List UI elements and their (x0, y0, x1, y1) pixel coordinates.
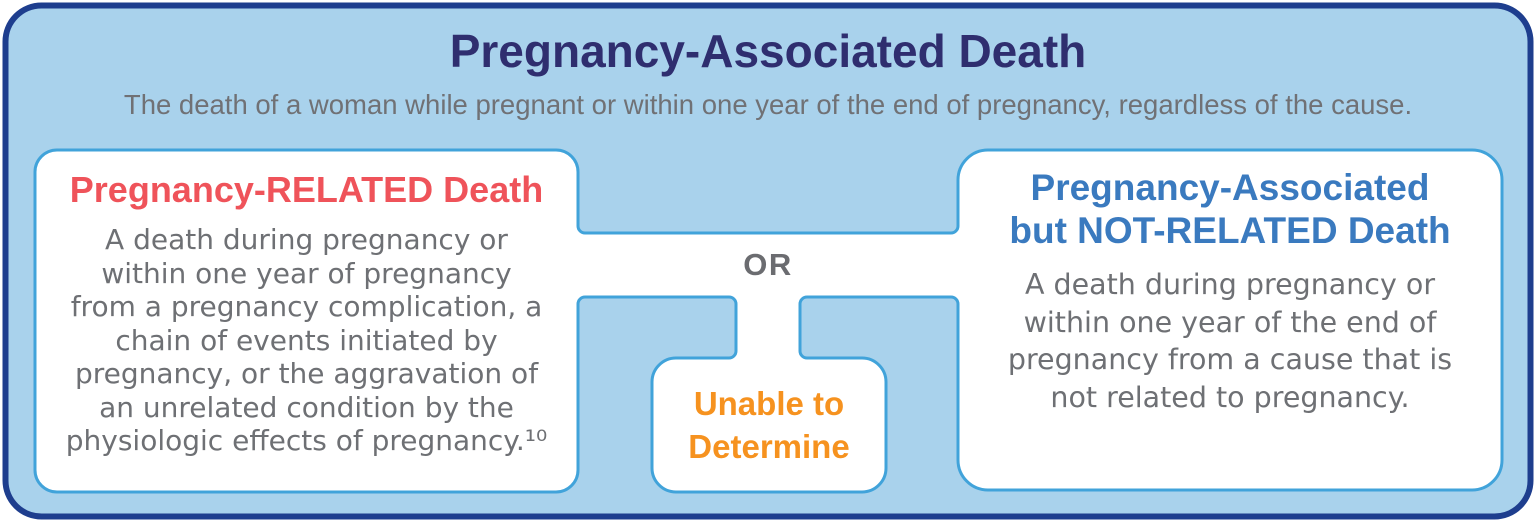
pregnancy-related-box-title: Pregnancy-RELATED Death (69, 169, 544, 210)
pregnancy-not-related-box-body: A death during pregnancy or within one y… (1007, 268, 1453, 414)
unable-to-determine-box: Unable to Determine (688, 385, 850, 465)
or-connector-label: OR (743, 247, 793, 282)
page-title: Pregnancy-Associated Death (449, 25, 1087, 77)
flowchart-boxes-connector-shape (33, 148, 1504, 494)
pregnancy-not-related-box-title: Pregnancy-Associated but NOT-RELATED Dea… (1009, 167, 1451, 251)
pregnancy-not-related-box: Pregnancy-Associated but NOT-RELATED Dea… (958, 150, 1502, 416)
pregnancy-related-box: Pregnancy-RELATED Death A death during p… (35, 150, 578, 458)
page-subtitle: The death of a woman while pregnant or w… (123, 89, 1413, 120)
pregnancy-related-box-body: A death during pregnancy or within one y… (65, 223, 548, 457)
